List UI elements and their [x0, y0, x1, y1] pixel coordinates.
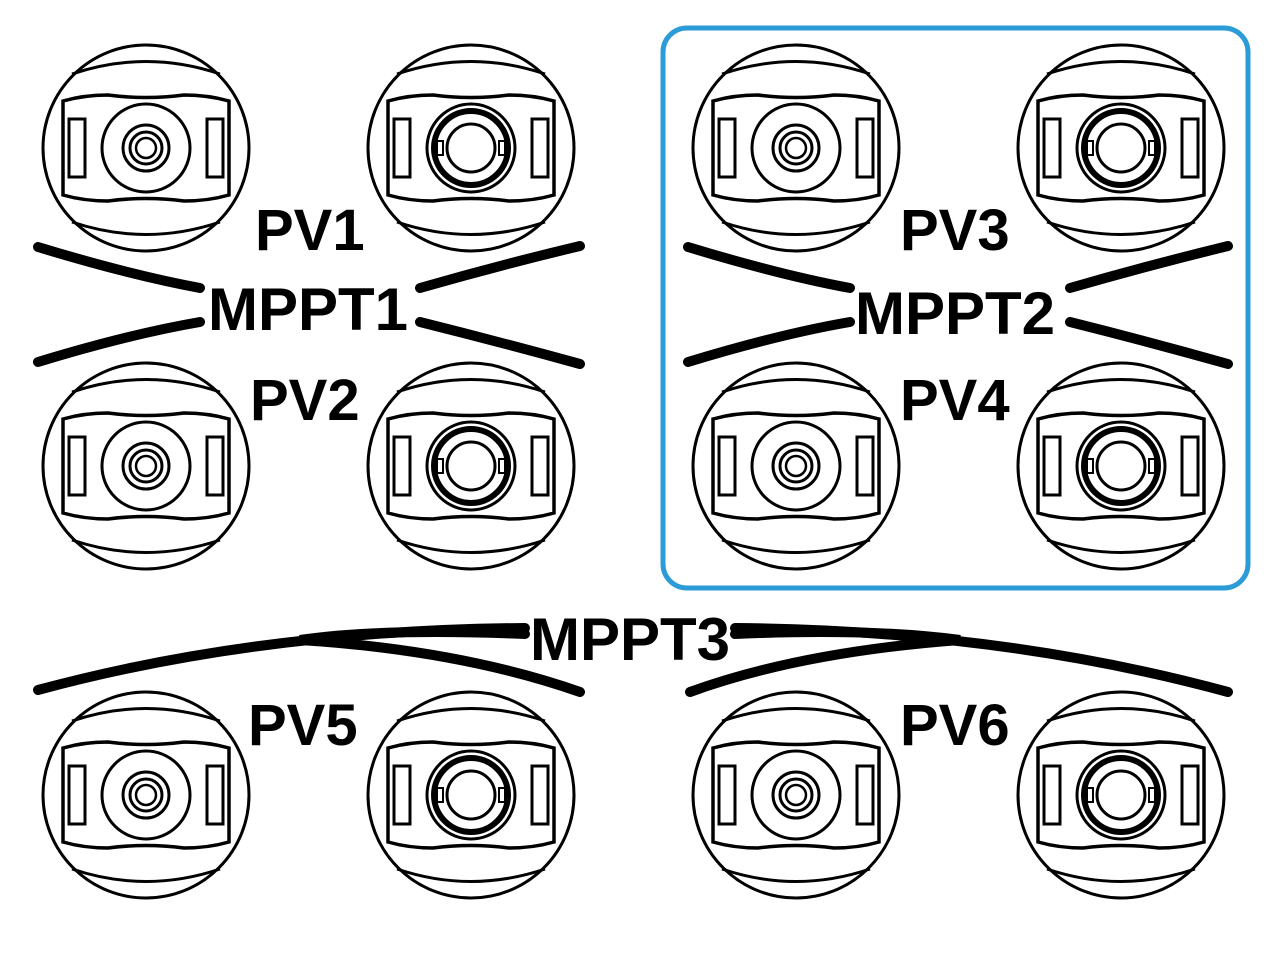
pv6-male-connector — [1018, 692, 1224, 898]
mppt1-wires — [33, 241, 585, 369]
mppt2-label: MPPT2 — [855, 280, 1055, 347]
pv1-female-connector — [41, 43, 251, 253]
pv1-label: PV1 — [255, 198, 365, 263]
pv2-male-connector — [368, 363, 574, 569]
pv2-label: PV2 — [250, 368, 360, 433]
pv6-label: PV6 — [900, 693, 1010, 758]
pv5-female-connector — [41, 690, 251, 900]
pv1-male-connector — [368, 45, 574, 251]
pv4-female-connector — [691, 361, 901, 571]
pv2-female-connector — [41, 361, 251, 571]
mppt3-label: MPPT3 — [530, 606, 730, 673]
mppt2-highlight-box — [660, 25, 1251, 591]
pv3-female-connector — [691, 43, 901, 253]
pv6-female-connector — [691, 690, 901, 900]
pv3-male-connector — [1018, 45, 1224, 251]
mppt1-label: MPPT1 — [208, 276, 408, 343]
pv3-label: PV3 — [900, 198, 1010, 263]
pv5-label: PV5 — [248, 693, 358, 758]
mppt2-wires — [683, 241, 1233, 369]
pv5-male-connector — [368, 692, 574, 898]
mppt3-wires — [33, 623, 1233, 697]
pv4-male-connector — [1018, 363, 1224, 569]
pv4-label: PV4 — [900, 368, 1010, 433]
